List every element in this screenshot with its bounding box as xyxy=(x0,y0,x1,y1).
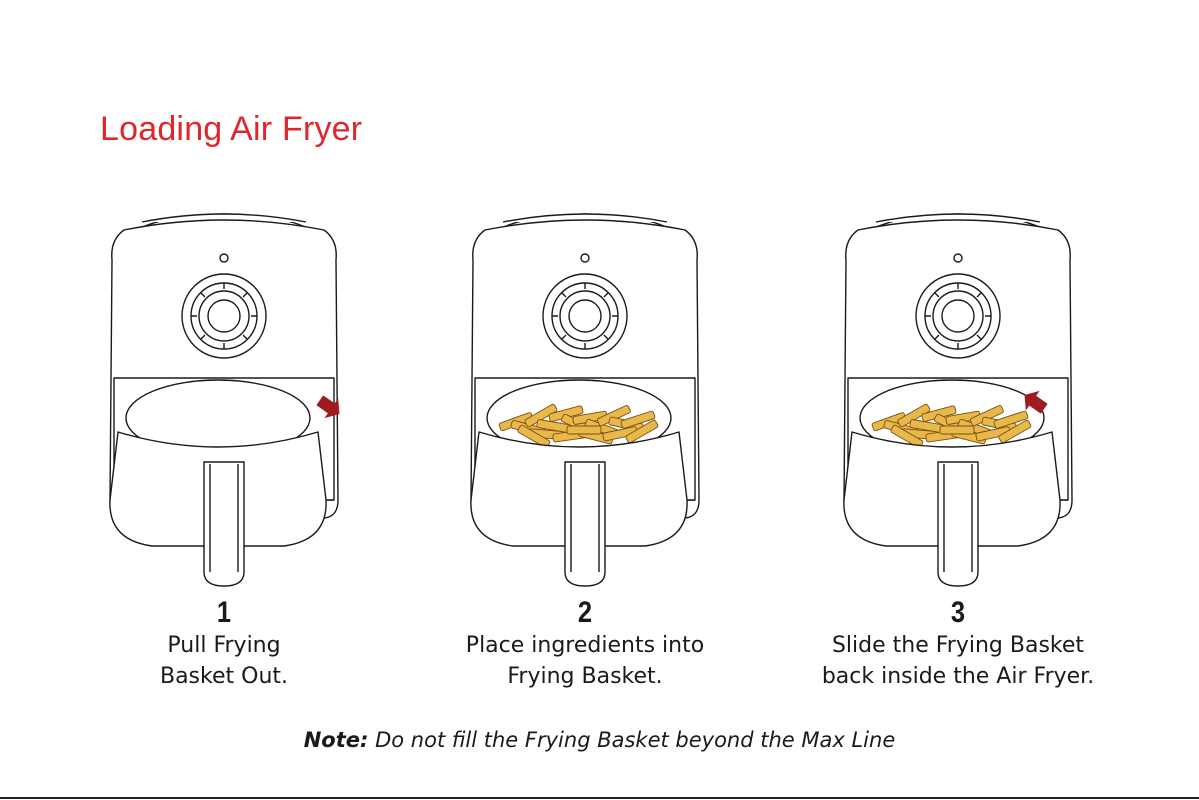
page-title: Loading Air Fryer xyxy=(100,110,362,149)
air-fryer-pull-out-icon xyxy=(84,200,364,590)
air-fryer-slide-in-icon xyxy=(818,200,1098,590)
step-instruction: Slide the Frying Basket back inside the … xyxy=(818,630,1098,692)
note-label: Note: xyxy=(304,728,369,752)
step-1: 1 Pull Frying Basket Out. xyxy=(84,200,364,692)
air-fryer-fill-basket-icon xyxy=(445,200,725,590)
step-number: 3 xyxy=(839,598,1077,628)
step-instruction: Pull Frying Basket Out. xyxy=(84,630,364,692)
step-2: 2 Place ingredients into Frying Basket. xyxy=(445,200,725,692)
step-illustration xyxy=(818,200,1098,590)
step-illustration xyxy=(445,200,725,590)
note-text: Do not fill the Frying Basket beyond the… xyxy=(368,728,895,752)
page-bottom-rule xyxy=(0,797,1199,799)
step-instruction: Place ingredients into Frying Basket. xyxy=(445,630,725,692)
note: Note: Do not fill the Frying Basket beyo… xyxy=(0,728,1199,752)
step-number: 2 xyxy=(466,598,704,628)
step-illustration xyxy=(84,200,364,590)
step-number: 1 xyxy=(105,598,343,628)
step-3: 3 Slide the Frying Basket back inside th… xyxy=(818,200,1098,692)
